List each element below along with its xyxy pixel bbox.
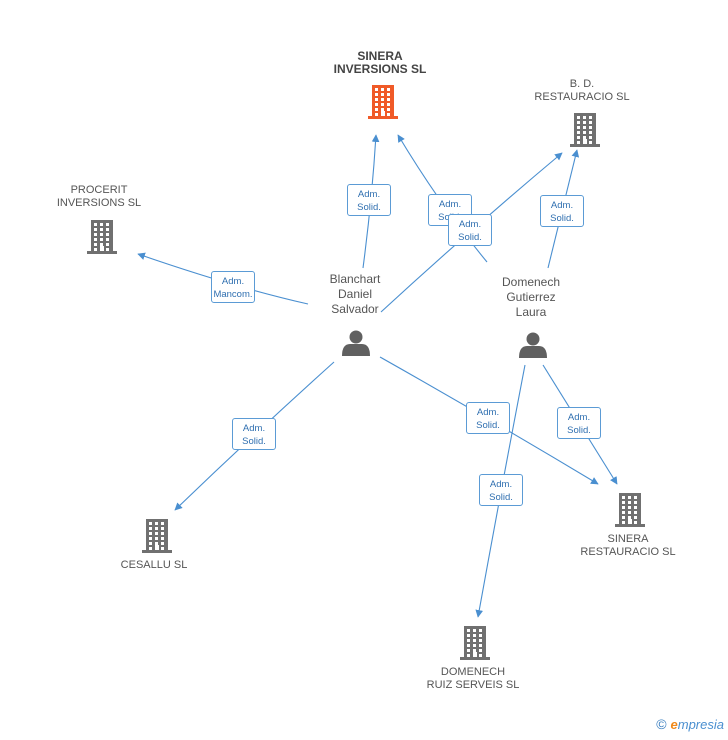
building-icon[interactable] <box>460 626 490 660</box>
role-badge-line: Adm. <box>221 276 245 287</box>
role-badge[interactable]: Adm. Solid. <box>466 402 510 434</box>
role-badge[interactable]: Adm. Solid. <box>557 407 601 439</box>
building-icon[interactable] <box>570 113 600 147</box>
role-badge-line: Solid. <box>458 232 482 243</box>
node-label-line: Daniel <box>337 287 373 301</box>
copyright-symbol: © <box>656 716 667 732</box>
building-icon[interactable] <box>368 85 398 119</box>
role-badge-line: Adm. <box>458 219 482 230</box>
node-label-line: SINERA <box>357 49 403 63</box>
node-label-cesallu[interactable]: CESALLU SL <box>121 559 188 572</box>
role-badge[interactable]: Adm. Solid. <box>347 184 391 216</box>
role-badge-line: Adm. <box>242 423 266 434</box>
role-badge-line: Solid. <box>357 202 381 213</box>
role-badge-line: Adm. <box>550 200 574 211</box>
node-label-line: B. D. <box>569 78 595 90</box>
node-label-line: Salvador <box>331 302 379 316</box>
role-badge[interactable]: Adm. Solid. <box>448 214 492 246</box>
node-label-bd-restauracio[interactable]: B. D.RESTAURACIO SL <box>534 78 629 104</box>
role-badge-line: Solid. <box>550 213 574 224</box>
role-badge[interactable]: Adm. Mancom. <box>211 271 255 303</box>
role-badge[interactable]: Adm. Solid. <box>479 474 523 506</box>
person-icon[interactable] <box>342 330 370 357</box>
building-icon[interactable] <box>615 493 645 527</box>
building-icon[interactable] <box>87 220 117 254</box>
role-badge-line: Adm. <box>567 412 591 423</box>
role-badge[interactable]: Adm. Solid. <box>540 195 584 227</box>
node-label-line: Blanchart <box>329 272 381 286</box>
role-badge-line: Adm. <box>476 407 500 418</box>
person-icon[interactable] <box>519 332 547 359</box>
node-label-line: Gutierrez <box>506 290 556 304</box>
role-badge-line: Solid. <box>567 425 591 436</box>
node-label-line: RUIZ SERVEIS SL <box>426 679 520 691</box>
footer-brand: ©empresia <box>656 716 724 732</box>
brand-logo-text: mpresia <box>677 717 724 732</box>
node-label-line: Domenech <box>501 275 561 289</box>
role-badge-line: Solid. <box>242 436 266 447</box>
building-icon[interactable] <box>142 519 172 553</box>
node-label-line: DOMENECH <box>440 666 506 678</box>
role-badge-line: Solid. <box>476 420 500 431</box>
node-label-line: RESTAURACIO SL <box>534 91 630 103</box>
role-badge-line: Adm. <box>357 189 381 200</box>
role-badge[interactable]: Adm. Solid. <box>232 418 276 450</box>
node-label-line: RESTAURACIO SL <box>580 546 676 558</box>
brand-logo-e: e <box>670 717 678 732</box>
role-badge-line: Mancom. <box>213 289 253 300</box>
role-badge-line: Adm. <box>489 479 513 490</box>
role-badge-line: Solid. <box>489 492 513 503</box>
role-badge-line: Adm. <box>438 199 462 210</box>
node-label-line: INVERSIONS SL <box>333 62 427 76</box>
node-label-line: INVERSIONS SL <box>56 197 142 209</box>
node-label-line: Laura <box>515 305 547 319</box>
node-label-line: CESALLU SL <box>120 559 188 571</box>
node-label-line: SINERA <box>607 533 649 545</box>
node-label-line: PROCERIT <box>70 184 128 196</box>
